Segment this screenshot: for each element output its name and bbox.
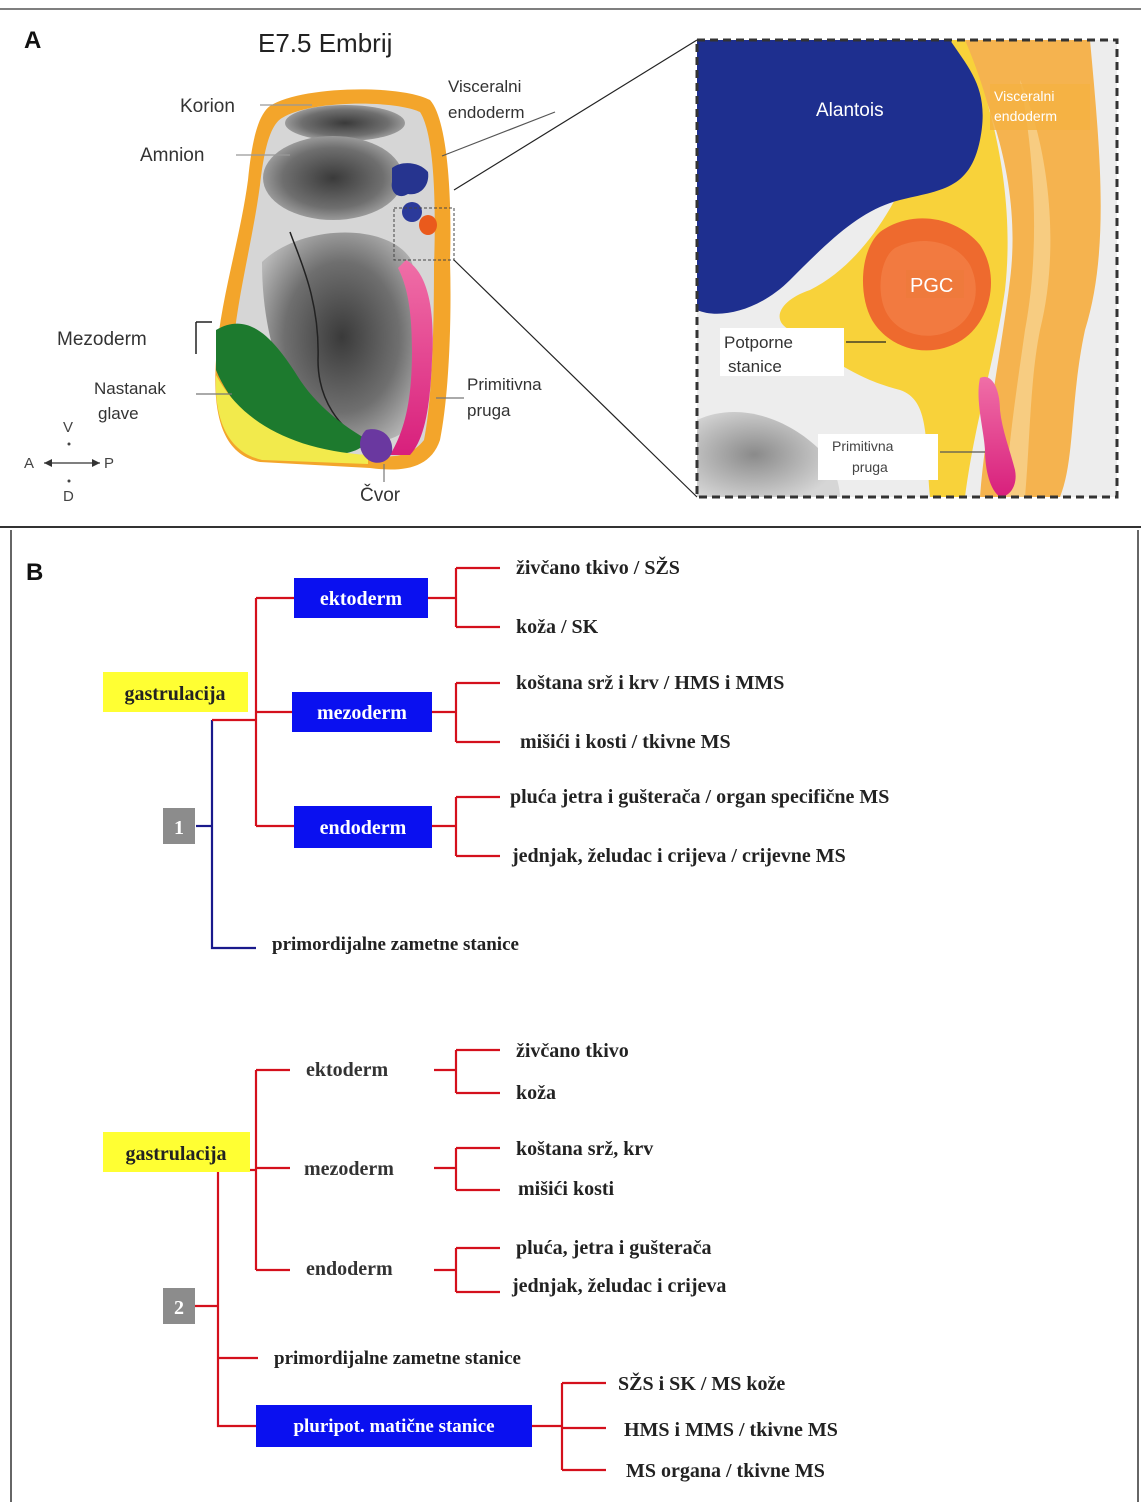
axis-a: A (24, 455, 34, 472)
tree2-pluri-leaf-3: MS organa / tkivne MS (626, 1460, 825, 1482)
axis-compass: V D A P (24, 419, 114, 505)
tree1-leaf-ekto-2: koža / SK (516, 616, 599, 638)
inset-label-primitivna-2: pruga (852, 459, 888, 475)
embryo-illustration (215, 89, 450, 469)
tree2-leaf-endo-2: jednjak, želudac i crijeva (511, 1275, 726, 1297)
tree1-root: gastrulacija (124, 683, 225, 705)
tree2-pluripotent: pluripot. matične stanice (293, 1416, 494, 1437)
label-amnion: Amnion (140, 145, 204, 166)
label-nastanak-2: glave (98, 404, 139, 423)
tree1-lines (196, 568, 500, 948)
tree2-leaf-endo-1: pluća, jetra i gušterača (516, 1237, 712, 1259)
label-mezoderm: Mezoderm (57, 329, 147, 350)
tree1-leaf-endo-1: pluća jetra i gušterača / organ specifič… (510, 786, 889, 808)
tree2-leaf-ekto-1: živčano tkivo (516, 1040, 629, 1062)
tree2-pluri-leaf-1: SŽS i SK / MS kože (618, 1371, 785, 1395)
inset-label-visceralni-2: endoderm (994, 108, 1057, 124)
tree2-leaf-ekto-2: koža (516, 1082, 556, 1104)
tree1-leaf-endo-2: jednjak, želudac i crijeva / crijevne MS (511, 845, 846, 867)
panel-b-letter: B (26, 559, 43, 586)
tree1-mezoderm: mezoderm (317, 702, 407, 724)
label-cvor: Čvor (360, 484, 401, 506)
label-visceralni-2: endoderm (448, 103, 525, 122)
label-visceralni-1: Visceralni (448, 77, 521, 96)
bracket-mezoderm (196, 322, 212, 354)
inset-label-alantois: Alantois (816, 100, 884, 121)
tree2-pluri-leaf-2: HMS i MMS / tkivne MS (624, 1419, 838, 1441)
inset-label-potporne-2: stanice (728, 357, 782, 376)
axis-v: V (63, 419, 73, 436)
panel-a: A E7.5 Embrij Korion Amnion Visceralni (24, 27, 1117, 506)
panel-b: B gastrulacija 1 ektoderm mezoderm endod… (26, 555, 889, 1482)
tree2-mezoderm: mezoderm (304, 1158, 394, 1180)
tree1-extra: primordijalne zametne stanice (272, 934, 519, 955)
panel-a-letter: A (24, 27, 41, 54)
tree2-leaf-mezo-2: mišići kosti (518, 1178, 615, 1200)
label-primitivna-1: Primitivna (467, 375, 542, 394)
axis-p: P (104, 455, 114, 472)
inset-label-primitivna-1: Primitivna (832, 438, 894, 454)
embryo-title: E7.5 Embrij (258, 28, 392, 58)
tree1-ektoderm: ektoderm (320, 588, 403, 610)
inset-label-pgc: PGC (910, 275, 953, 297)
label-primitivna-2: pruga (467, 401, 511, 420)
label-korion: Korion (180, 96, 235, 117)
inset-label-potporne-1: Potporne (724, 333, 793, 352)
tree2-extra: primordijalne zametne stanice (274, 1348, 521, 1369)
tree1-leaf-ekto-1: živčano tkivo / SŽS (516, 555, 680, 579)
tree1-leaf-mezo-2: mišići i kosti / tkivne MS (520, 731, 731, 753)
tree1-leaf-mezo-1: koštana srž i krv / HMS i MMS (516, 672, 784, 694)
inset-zoom: Alantois Visceralni endoderm PGC Potporn… (697, 40, 1117, 497)
tree1-badge-label: 1 (174, 817, 184, 839)
tree2-badge-label: 2 (174, 1297, 184, 1319)
tree2-endoderm: endoderm (306, 1258, 393, 1280)
tree2-ektoderm: ektoderm (306, 1059, 389, 1081)
tree2-root: gastrulacija (125, 1143, 226, 1165)
tree2-leaf-mezo-1: koštana srž, krv (516, 1138, 653, 1160)
inset-label-visceralni-1: Visceralni (994, 88, 1054, 104)
tree1-endoderm: endoderm (320, 817, 407, 839)
axis-d: D (63, 488, 74, 505)
label-nastanak-1: Nastanak (94, 379, 166, 398)
